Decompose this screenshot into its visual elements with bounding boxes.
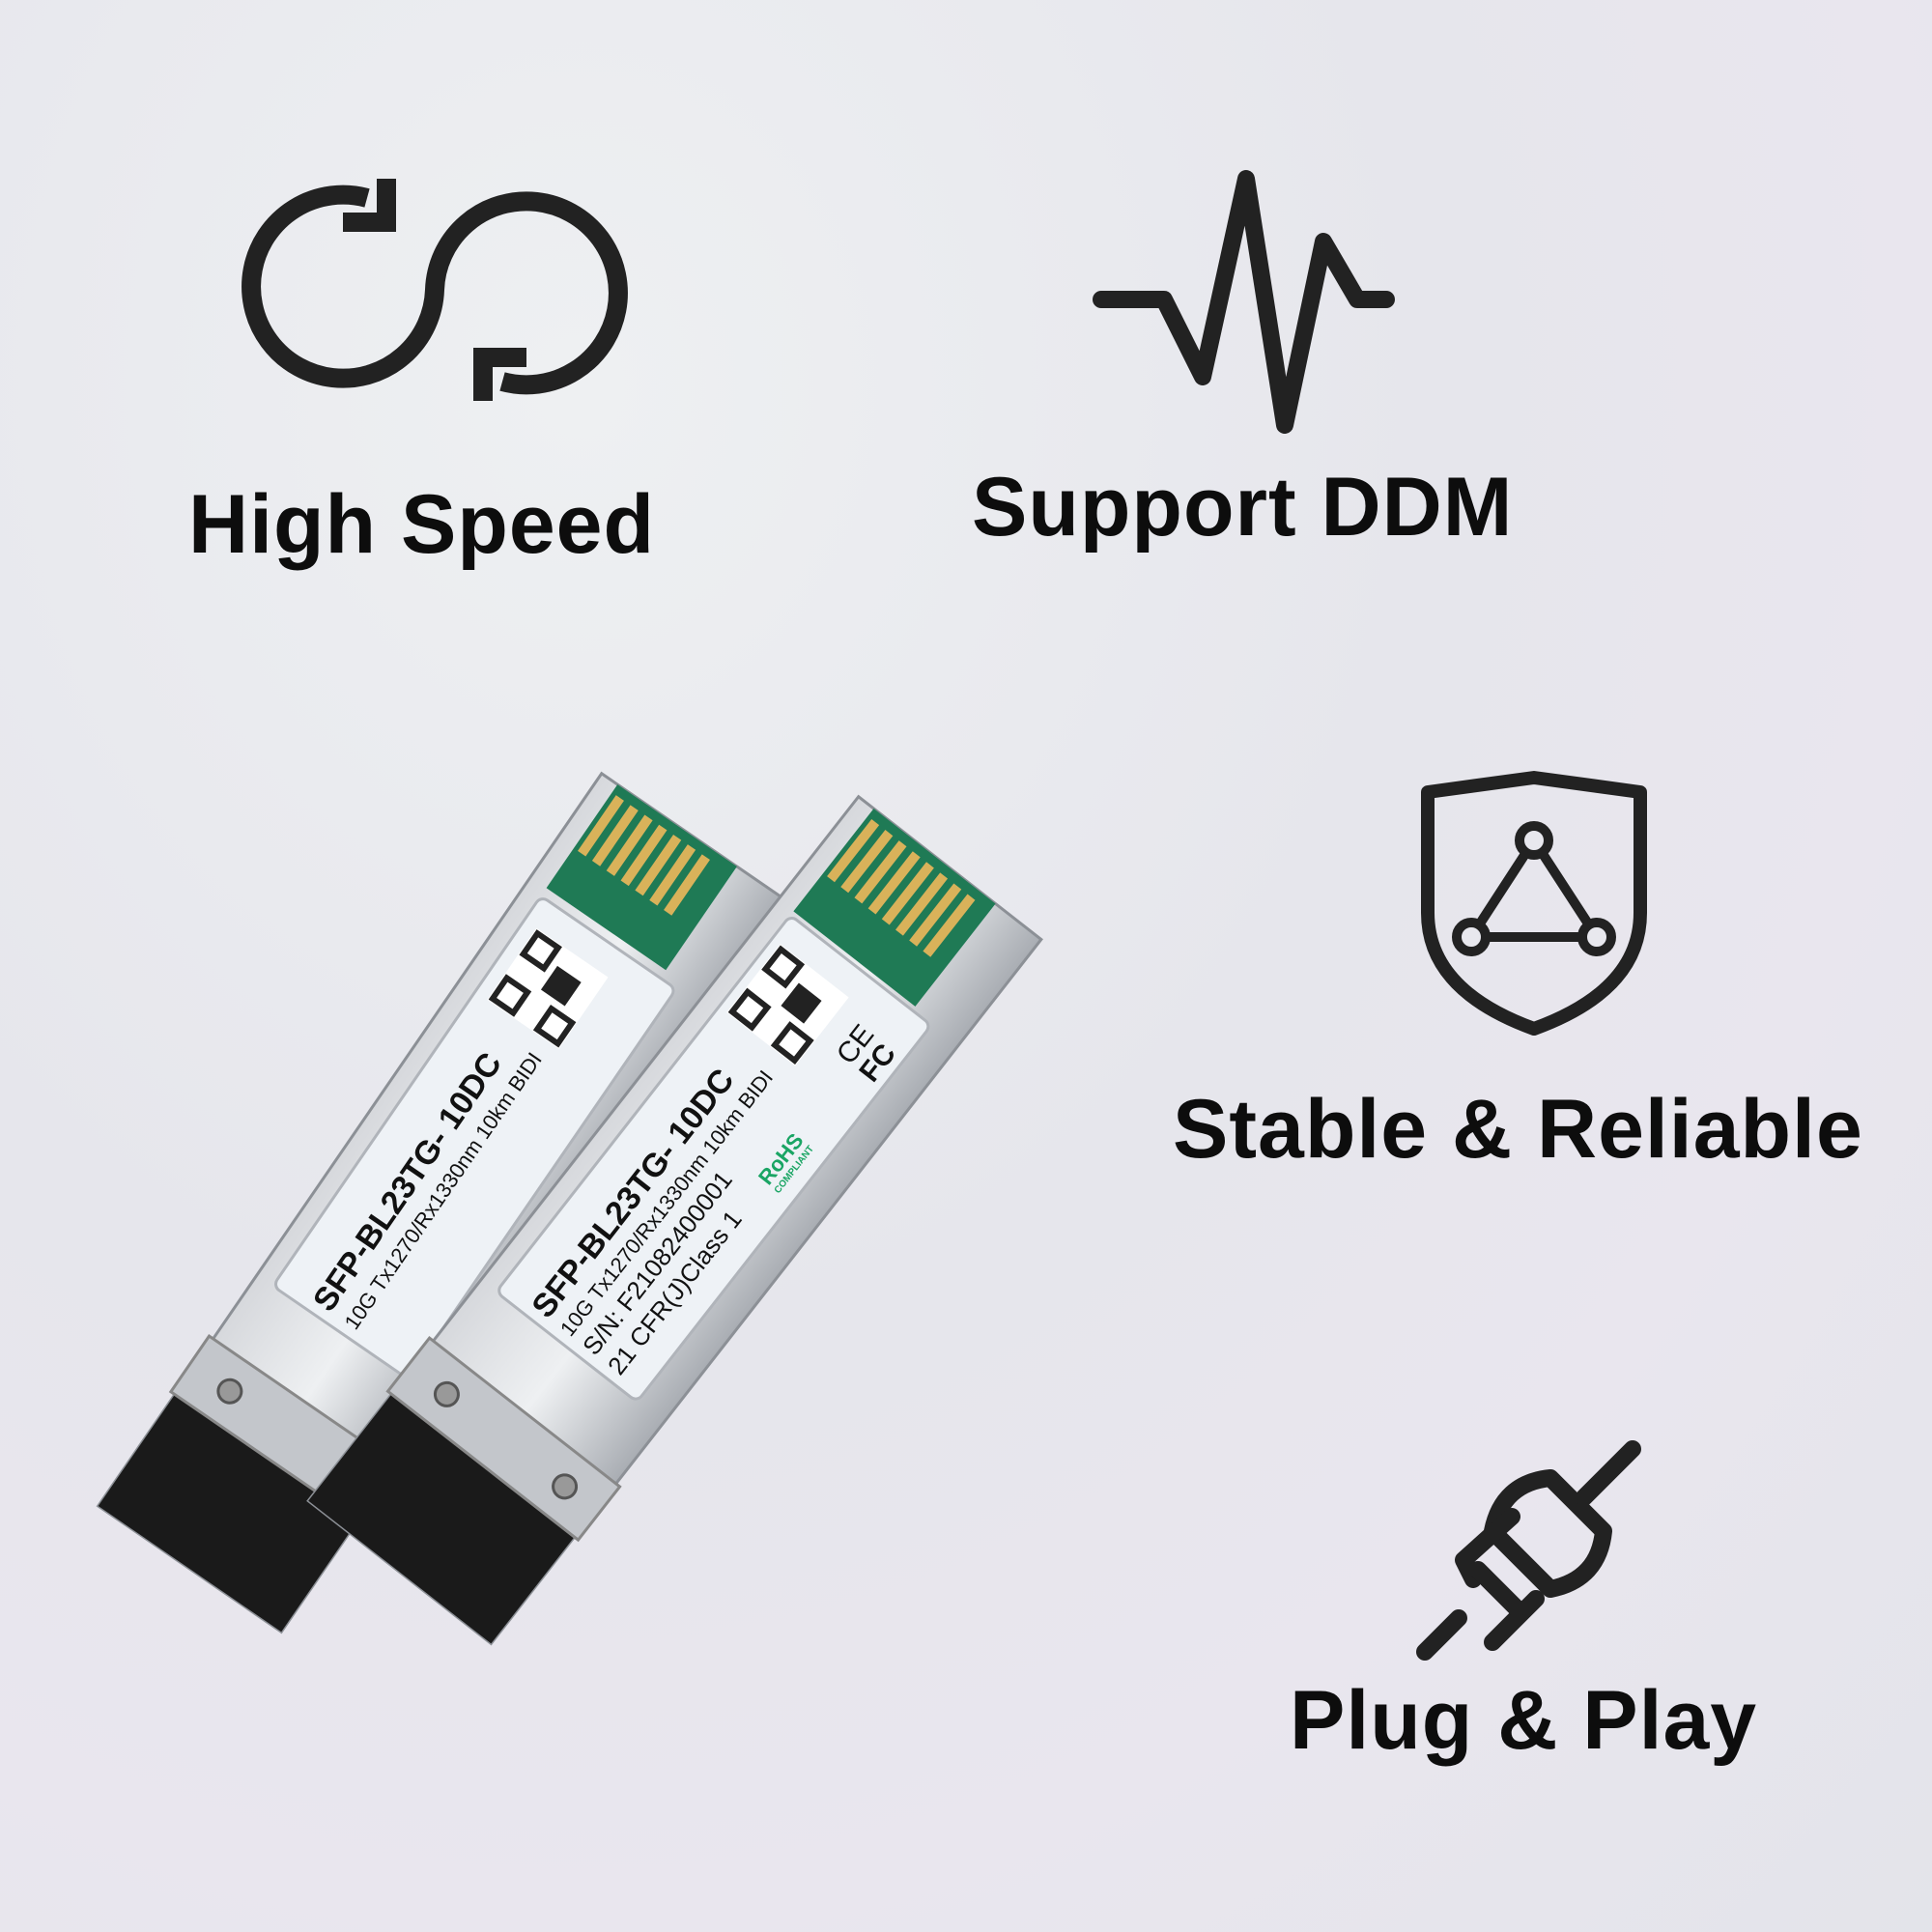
feature-label-high-speed: High Speed (188, 478, 656, 571)
shield-network-icon (1421, 771, 1647, 1036)
qr-code-icon (726, 944, 849, 1066)
feature-label-plug-play: Plug & Play (1290, 1674, 1758, 1767)
screw-icon (216, 1378, 243, 1405)
feature-label-support-ddm: Support DDM (972, 461, 1514, 554)
screw-icon (433, 1380, 460, 1407)
qr-code-icon (487, 927, 609, 1049)
sync-icon (242, 179, 628, 401)
screw-icon (552, 1473, 579, 1500)
pulse-icon (1093, 170, 1395, 434)
gold-contacts (827, 818, 976, 957)
gold-contacts (578, 795, 710, 916)
feature-label-stable-reliable: Stable & Reliable (1173, 1083, 1863, 1176)
sfp-module-right: CE FC RoHS COMPLIANT SFP-BL23TG- 10DC 10… (306, 794, 1043, 1646)
sfp-module-left: SFP-BL23TG- 10DC 10G Tx1270/Rx1330nm 10k… (96, 771, 787, 1634)
plug-icon (1416, 1440, 1641, 1661)
